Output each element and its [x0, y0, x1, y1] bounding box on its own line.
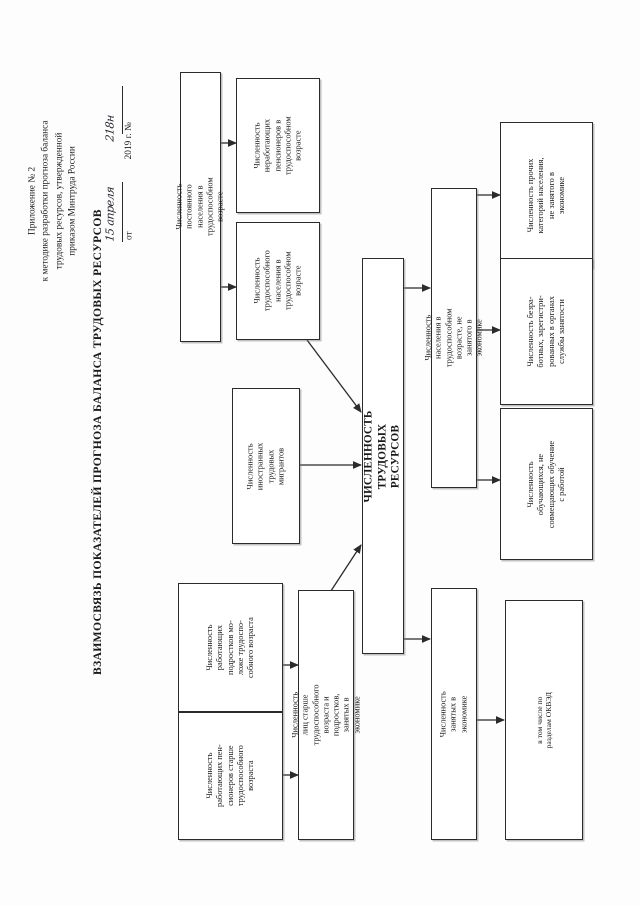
node-older-and-teens-employed[interactable]: Численность лиц старше трудоспособного в…	[290, 590, 361, 840]
date-underline	[122, 182, 123, 242]
handwritten-number: 218н	[103, 114, 117, 143]
handwritten-date: 15 апреля	[103, 186, 117, 243]
edge-able-to-total	[306, 339, 362, 413]
page-title: ВЗАИМОСВЯЗЬ ПОКАЗАТЕЛЕЙ ПРОГНОЗА БАЛАНСА…	[0, 209, 258, 675]
node-nonworking-pensioners[interactable]: Численность неработающих пенсионеров в т…	[236, 78, 320, 213]
node-not-employed-in-economy[interactable]: Численность населения в трудоспособном в…	[423, 188, 484, 488]
node-registered-unemployed[interactable]: Численность безра- ботных, зарегистри- р…	[500, 258, 593, 405]
node-employed-in-economy-label: Численность занятых в экономике	[438, 690, 469, 738]
node-permanent-population-label: Численность постоянного населения в труд…	[174, 177, 225, 237]
page-title-text: ВЗАИМОСВЯЗЬ ПОКАЗАТЕЛЕЙ ПРОГНОЗА БАЛАНСА…	[90, 209, 104, 675]
node-working-teenagers-label: Численность работающих подростков мо- ло…	[204, 617, 255, 678]
node-working-pensioners[interactable]: Численность работающих пен- сионеров ста…	[178, 712, 283, 840]
date-prefix: от	[124, 231, 135, 241]
node-other-categories-label: Численность прочих категорий населения, …	[526, 156, 566, 234]
node-registered-unemployed-label: Численность безра- ботных, зарегистри- р…	[526, 295, 566, 368]
node-permanent-population[interactable]: Численность постоянного населения в труд…	[175, 72, 225, 342]
number-underline	[122, 86, 123, 134]
node-okved-sections-label: в том числе по разделам ОКВЭД	[534, 691, 553, 749]
node-okved-sections[interactable]: в том числе по разделам ОКВЭД	[505, 600, 583, 840]
node-employed-in-economy[interactable]: Численность занятых в экономике	[431, 588, 477, 840]
node-able-bodied-population[interactable]: Численность трудоспособного населения в …	[236, 222, 320, 340]
node-able-bodied-population-label: Численность трудоспособного населения в …	[252, 250, 303, 312]
node-foreign-migrants[interactable]: Численность иностранных трудовых мигрант…	[232, 388, 300, 544]
node-older-and-teens-employed-label: Численность лиц старше трудоспособного в…	[290, 684, 361, 746]
node-foreign-migrants-label: Численность иностранных трудовых мигрант…	[245, 442, 286, 490]
node-working-teenagers[interactable]: Численность работающих подростков мо- ло…	[178, 583, 283, 712]
node-working-pensioners-label: Численность работающих пен- сионеров ста…	[204, 744, 255, 808]
node-labor-resources-total-label: ЧИСЛЕННОСТЬ ТРУДОВЫХ РЕСУРСОВ	[362, 410, 402, 502]
node-students-not-working-label: Численность обучающихся, не совмещающих …	[526, 440, 566, 528]
node-not-employed-in-economy-label: Численность населения в трудоспособном в…	[423, 308, 484, 368]
node-other-categories[interactable]: Численность прочих категорий населения, …	[500, 122, 593, 268]
node-nonworking-pensioners-label: Численность неработающих пенсионеров в т…	[252, 116, 303, 175]
date-year: 2019 г. №	[124, 122, 135, 160]
node-students-not-working[interactable]: Численность обучающихся, не совмещающих …	[500, 408, 593, 560]
node-labor-resources-total[interactable]: ЧИСЛЕННОСТЬ ТРУДОВЫХ РЕСУРСОВ	[362, 258, 404, 654]
